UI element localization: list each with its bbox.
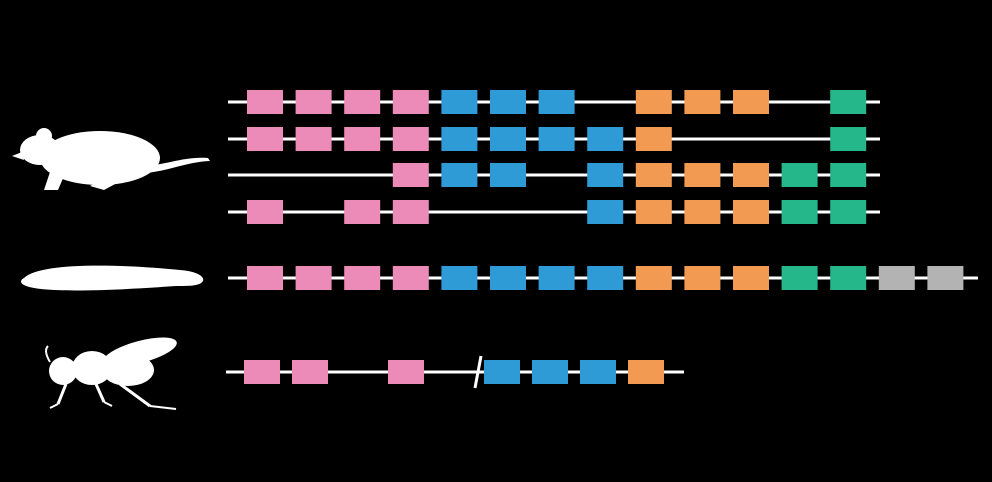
gene-box-orange: [635, 266, 672, 290]
mouse-cluster-row: [228, 90, 880, 114]
gene-box-blue: [490, 266, 526, 290]
gene-clusters: [226, 90, 978, 389]
gene-box-orange: [628, 360, 664, 384]
gene-box-orange: [635, 90, 672, 114]
gene-box-green: [830, 163, 867, 187]
gene-box-orange: [635, 200, 672, 224]
gene-box-pink: [344, 90, 381, 114]
gene-box-pink: [247, 90, 283, 114]
gene-box-pink: [344, 200, 381, 224]
lamprey-icon: [21, 265, 204, 291]
gene-box-pink: [392, 266, 429, 290]
gene-box-pink: [392, 163, 429, 187]
gene-box-orange: [684, 266, 721, 290]
gene-box-blue: [532, 360, 568, 384]
gene-box-pink: [392, 127, 429, 151]
gene-box-pink: [344, 266, 381, 290]
gene-box-blue: [441, 266, 478, 290]
gene-box-blue: [587, 163, 624, 187]
gene-box-blue: [441, 127, 478, 151]
gene-box-blue: [490, 90, 526, 114]
gene-box-blue: [538, 127, 575, 151]
gene-box-pink: [247, 266, 283, 290]
mouse-icon: [12, 128, 210, 190]
mouse-cluster-row: [228, 200, 880, 224]
gene-box-pink: [247, 127, 283, 151]
gene-box-orange: [635, 127, 672, 151]
gene-box-green: [830, 127, 867, 151]
gene-box-pink: [295, 266, 332, 290]
gene-box-pink: [292, 360, 328, 384]
gene-box-blue: [441, 90, 478, 114]
gene-box-orange: [733, 200, 769, 224]
fly-icon: [45, 337, 177, 410]
gene-box-green: [830, 90, 867, 114]
gene-box-blue: [587, 266, 624, 290]
gene-box-pink: [295, 90, 332, 114]
gene-box-green: [830, 266, 867, 290]
gene-box-green: [781, 200, 818, 224]
gene-box-green: [781, 163, 818, 187]
gene-box-gray: [927, 266, 964, 290]
gene-box-orange: [684, 163, 721, 187]
gene-box-blue: [587, 200, 624, 224]
gene-box-blue: [538, 266, 575, 290]
gene-box-blue: [538, 90, 575, 114]
gene-box-blue: [484, 360, 520, 384]
gene-box-orange: [635, 163, 672, 187]
gene-box-orange: [733, 90, 769, 114]
mouse-cluster-row: [228, 127, 880, 151]
gene-box-blue: [587, 127, 624, 151]
gene-box-orange: [684, 200, 721, 224]
gene-box-pink: [388, 360, 424, 384]
gene-box-blue: [441, 163, 478, 187]
gene-box-pink: [392, 90, 429, 114]
gene-box-orange: [733, 266, 769, 290]
mouse-cluster-row: [228, 163, 880, 187]
gene-box-gray: [878, 266, 915, 290]
gene-box-pink: [392, 200, 429, 224]
gene-box-pink: [244, 360, 280, 384]
gene-box-pink: [295, 127, 332, 151]
gene-box-blue: [490, 127, 526, 151]
gene-box-blue: [580, 360, 616, 384]
gene-box-orange: [684, 90, 721, 114]
gene-box-orange: [733, 163, 769, 187]
lamprey-cluster-row: [228, 266, 978, 290]
gene-box-pink: [247, 200, 283, 224]
gene-box-green: [830, 200, 867, 224]
cluster-break-mark: [473, 355, 483, 389]
gene-box-green: [781, 266, 818, 290]
gene-box-blue: [490, 163, 526, 187]
gene-box-pink: [344, 127, 381, 151]
fly-cluster-row: [226, 355, 684, 389]
